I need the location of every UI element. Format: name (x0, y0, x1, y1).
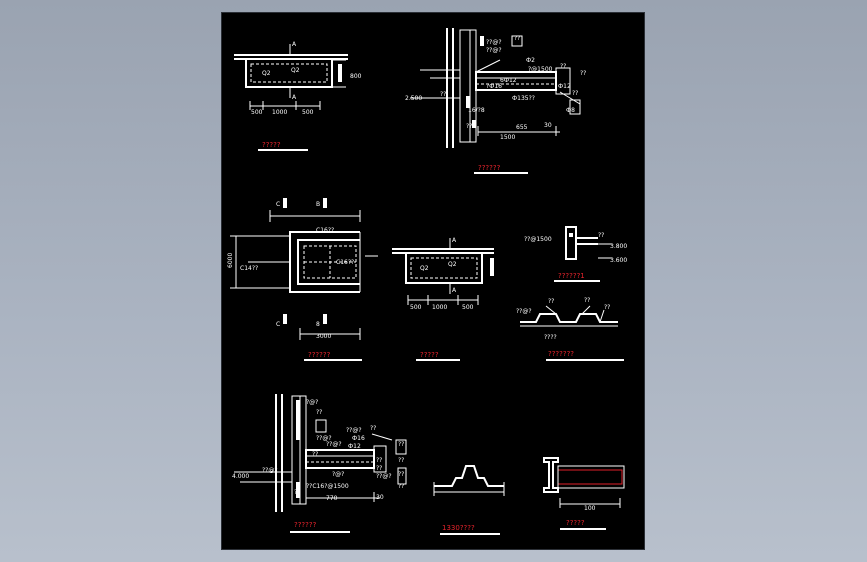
d7-label: ?? (316, 409, 322, 416)
d2-label: 16/?8 (468, 107, 485, 114)
d1-label: A (292, 94, 297, 101)
d7-label: Ф12 (348, 443, 361, 450)
d7-label: ?? (398, 457, 404, 464)
d9-label: 100 (584, 505, 596, 512)
d3-label: C (276, 321, 280, 328)
d4-label: A (452, 287, 457, 294)
d3-label: C16?? (316, 227, 334, 234)
d2-label: ?? (580, 70, 586, 77)
node-detail-top: ?? ??@? Ф2 ?@1500 ?? ?? 2.500 ?? Ф12 6Ф1… (405, 28, 586, 174)
d3-label: 8 (316, 321, 320, 328)
d7-label: ?? (398, 471, 404, 478)
d2-label: ??@? (486, 39, 502, 46)
d6-caption: ??????? (548, 350, 574, 358)
d6-label: ?? (604, 304, 610, 311)
d1-label: A (292, 41, 297, 48)
d7-label: 4.000 (232, 473, 249, 480)
d7-label: ??@? (262, 467, 278, 474)
d1-label: 500 (302, 109, 314, 116)
d4-caption: ????? (420, 351, 439, 359)
d7-label: ?? (376, 465, 382, 472)
d2-label: Ф135?? (512, 95, 535, 102)
d3-label: B (316, 201, 320, 208)
d5-label: ?? (598, 232, 604, 239)
d7-label: ??@? (346, 427, 362, 434)
section-a-a-top: A Q2 Q2 A 800 500 1000 500 ????? (234, 41, 362, 151)
d1-label: 500 (251, 109, 263, 116)
d5-label: 3.600 (610, 257, 627, 264)
d2-label: ?? (572, 90, 578, 97)
d1-caption: ????? (262, 141, 281, 149)
d2-label: ??@? (486, 47, 502, 54)
node-detail-bottom: ?@? ?? ??@? ?? Ф16 Ф12 ??@? ?? ??@? ?? ?… (232, 394, 407, 533)
d2-label: ?? (440, 91, 446, 98)
d2-label: ?? (560, 63, 566, 70)
d2-label: 30 (544, 122, 552, 129)
d7-caption: ?????? (294, 521, 317, 529)
d8-caption: 1330???? (442, 524, 475, 532)
d2-caption: ?????? (478, 164, 501, 172)
d2-label: 2.500 (405, 95, 422, 102)
d9-caption: ????? (566, 519, 585, 527)
d7-label: ?@? (306, 399, 318, 406)
d3-caption: ?????? (308, 351, 331, 359)
d5-label: ??@1500 (524, 236, 552, 243)
d7-label: ??@? (326, 441, 342, 448)
d7-label: ??@? (316, 435, 332, 442)
d7-label: ?? (370, 425, 376, 432)
d6-label: ?? (584, 297, 590, 304)
d7-label: ?? (398, 441, 404, 448)
d2-label: 655 (516, 124, 528, 131)
d7-label: ??C16?@1500 (306, 483, 349, 490)
d6-label: ??@? (516, 308, 532, 315)
d1-label: Q2 (291, 67, 300, 74)
d3-label: C14?? (240, 265, 258, 272)
d1-label: 1000 (272, 109, 287, 116)
d6-label: ???? (544, 334, 557, 341)
d2-label: 1500 (500, 134, 515, 141)
d1-label: 800 (350, 73, 362, 80)
d4-label: 1000 (432, 304, 447, 311)
d3-label: 3000 (316, 333, 331, 340)
d5-caption: ??????1 (558, 272, 585, 280)
d3-label: C16?? (336, 259, 354, 266)
i-beam-detail: 100 ????? (543, 457, 625, 530)
d4-label: 500 (462, 304, 474, 311)
d4-label: Q2 (420, 265, 429, 272)
d7-label: ?? (376, 457, 382, 464)
d2-label: ?? (466, 123, 472, 130)
profile-strip: ?? ?? ?? ??@? ???? ??????? (516, 297, 624, 361)
column-detail: ??@1500 ?? 3.800 3.600 ??????1 (524, 226, 627, 282)
d7-label: ??@? (376, 473, 392, 480)
d7-label: ?? (398, 483, 404, 490)
d2-label: ?? (514, 35, 520, 42)
d4-label: Q2 (448, 261, 457, 268)
d1-label: Q2 (262, 70, 271, 77)
d3-label: C (276, 201, 280, 208)
d6-label: ?? (548, 298, 554, 305)
d4-label: A (452, 237, 457, 244)
d5-label: 3.800 (610, 243, 627, 250)
d2-label: ?Ф16 (486, 83, 502, 90)
d7-label: ?? (294, 489, 300, 496)
ridge-profile: 1330???? (433, 465, 505, 535)
d7-label: 30 (376, 494, 384, 501)
d7-label: 770 (326, 495, 338, 502)
d2-label: Ф12 (558, 83, 571, 90)
d4-label: 500 (410, 304, 422, 311)
d2-label: Ф8 (566, 107, 575, 114)
d7-label: Ф16 (352, 435, 365, 442)
plan-u-frame: C B C16?? 6000 C14?? C16?? 8 C 3000 ????… (227, 198, 378, 361)
d7-label: ?@? (332, 471, 344, 478)
d3-label: 6000 (227, 253, 234, 268)
d7-label: ?? (312, 451, 318, 458)
d2-label: ?@1500 (528, 66, 553, 73)
d2-label: 6Ф12 (500, 77, 517, 84)
section-a-a-middle: A Q2 Q2 A 500 1000 500 ????? (392, 237, 494, 361)
d2-label: Ф2 (526, 57, 535, 64)
